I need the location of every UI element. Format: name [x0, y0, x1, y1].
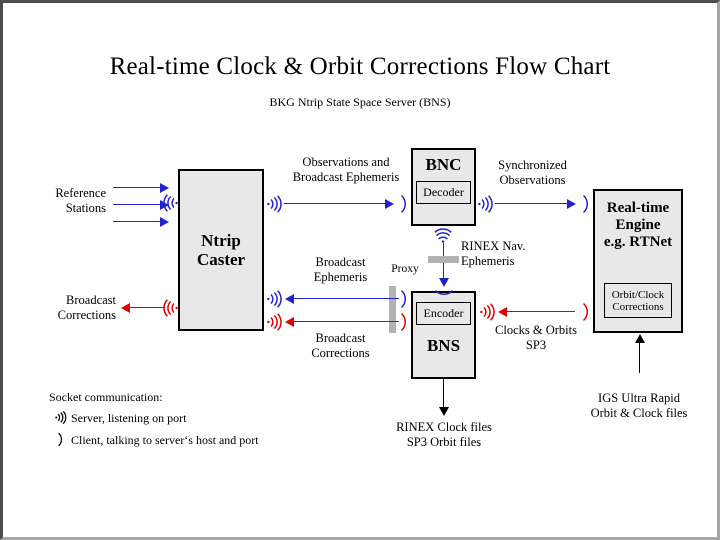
node-ntrip-caster-title: Ntrip Caster [196, 230, 246, 269]
socket-server-icon-caster-right-corrections [266, 312, 282, 332]
arrow-ref-station-3-head [160, 217, 169, 227]
socket-client-icon-bnc-left [399, 194, 409, 214]
arrow-clocks-orbits-head [498, 307, 507, 317]
socket-server-icon-caster-right-obs [266, 194, 282, 214]
label-broadcast-ephemeris: Broadcast Ephemeris [313, 255, 368, 284]
label-rinex-nav-ephemeris: RINEX Nav. Ephemeris [461, 239, 526, 268]
label-synchronized-observations: Synchronized Observations [498, 158, 567, 187]
node-bns-title: BNS [426, 336, 461, 355]
proxy-bar-horizontal-links [389, 286, 396, 333]
socket-client-icon [49, 432, 71, 447]
label-igs-ultra-rapid: IGS Ultra Rapid Orbit & Clock files [590, 391, 688, 420]
node-bns-encoder: Encoder [416, 302, 471, 325]
arrow-broadcast-ephemeris-head [285, 294, 294, 304]
node-ntrip-caster: Ntrip Caster [178, 169, 264, 331]
socket-server-icon [49, 410, 71, 425]
arrow-ref-station-3-line [113, 221, 161, 222]
node-realtime-engine-orbit-clock-corrections: Orbit/Clock Corrections [604, 283, 672, 319]
arrow-ref-station-1-line [113, 187, 161, 188]
arrow-rinex-files-line [443, 379, 444, 408]
arrow-ref-station-2-line [113, 204, 161, 205]
socket-server-icon-bnc-right [477, 194, 493, 214]
socket-client-icon-rte-left-obs [581, 194, 591, 214]
arrow-broadcast-corrections-in-line [294, 321, 399, 322]
arrow-clocks-orbits-line [507, 311, 575, 312]
arrow-rinex-nav-head [439, 278, 449, 287]
label-broadcast-corrections-input: Broadcast Corrections [311, 331, 370, 360]
node-realtime-engine: Real-time Engine e.g. RTNet Orbit/Clock … [593, 189, 683, 333]
socket-client-icon-bns-left-ephemeris [399, 289, 409, 309]
legend-server-text: Server, listening on port [71, 410, 187, 425]
label-rinex-clock-sp3-files: RINEX Clock files SP3 Orbit files [396, 420, 492, 449]
node-bns: Encoder BNS [411, 291, 476, 379]
legend-row-client: Client, talking to server‘s host and por… [49, 432, 259, 447]
arrow-broadcast-corrections-out-line [130, 307, 165, 308]
socket-server-icon-caster-left-corrections [163, 298, 179, 318]
arrow-observations-line [284, 203, 386, 204]
arrow-synchronized-observations-line [495, 203, 568, 204]
label-reference-stations: Reference Stations [55, 186, 106, 215]
page-title: Real-time Clock & Orbit Corrections Flow… [109, 53, 611, 80]
socket-client-icon-bns-left-corrections [399, 312, 409, 332]
arrow-synchronized-observations-head [567, 199, 576, 209]
label-broadcast-corrections-output: Broadcast Corrections [57, 293, 116, 322]
label-proxy: Proxy [391, 263, 419, 275]
socket-server-icon-bns-right [479, 302, 495, 322]
legend: Socket communication: Server, listening … [49, 391, 259, 447]
arrow-broadcast-corrections-out-head [121, 303, 130, 313]
arrow-observations-head [385, 199, 394, 209]
legend-client-text: Client, talking to server‘s host and por… [71, 432, 259, 447]
proxy-bar-vertical-link [428, 256, 459, 263]
socket-server-icon-caster-left [163, 193, 179, 213]
node-bnc-decoder: Decoder [416, 181, 471, 205]
node-bnc-title: BNC [425, 155, 462, 174]
socket-server-icon-bnc-bottom [433, 228, 453, 244]
node-bnc: BNC Decoder [411, 148, 476, 226]
arrow-broadcast-corrections-in-head [285, 317, 294, 327]
label-clocks-orbits-sp3: Clocks & Orbits SP3 [495, 323, 577, 352]
legend-row-server: Server, listening on port [49, 410, 259, 425]
socket-client-icon-rte-left-corrections [581, 302, 591, 322]
label-observations-broadcast-ephemeris: Observations and Broadcast Ephemeris [292, 155, 400, 184]
arrow-broadcast-ephemeris-line [294, 298, 399, 299]
arrow-ref-station-1-head [160, 183, 169, 193]
arrow-igs-head [635, 334, 645, 343]
socket-client-icon-bns-top [434, 288, 454, 298]
arrow-rinex-files-head [439, 407, 449, 416]
arrow-igs-line [639, 343, 640, 373]
page-subtitle: BKG Ntrip State Space Server (BNS) [269, 95, 451, 109]
node-realtime-engine-title: Real-time Engine e.g. RTNet [603, 200, 673, 250]
legend-heading: Socket communication: [49, 390, 163, 404]
socket-server-icon-caster-right-ephemeris [266, 289, 282, 309]
